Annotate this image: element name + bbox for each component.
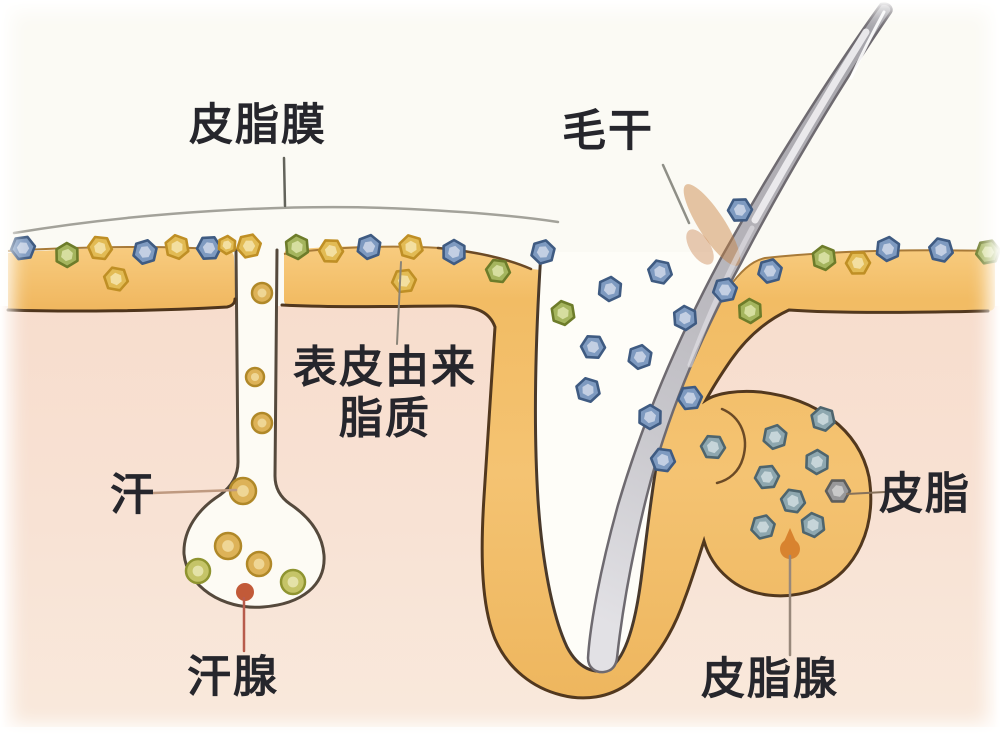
- lipid-particle-yellow: [102, 266, 130, 292]
- label-sweat-text: 汗: [110, 470, 156, 520]
- lipid-particle-blue: [726, 198, 754, 222]
- lipid-particle-blue: [195, 236, 223, 261]
- label-sebaceous-gland-text: 皮脂腺: [701, 654, 839, 704]
- lipid-particle-blue: [579, 334, 607, 360]
- lipid-particle-blue: [649, 447, 677, 473]
- lipid-particle-yellow: [236, 233, 263, 259]
- sweat-gland-pointer-dot: [236, 583, 254, 601]
- hair-tip-highlight: [849, 10, 886, 80]
- lipid-particle-blue: [132, 239, 158, 266]
- lipid-particle-blue: [638, 403, 662, 431]
- epidermal-lipid-pointer: [396, 261, 402, 345]
- label-epidermal-lipid-line2: 脂质: [339, 394, 431, 443]
- epidermis-left-bottom-edge: [6, 297, 237, 313]
- label-sebum: 皮脂: [879, 468, 971, 519]
- sebum-particle: [800, 511, 826, 539]
- lipid-particle-yellow: [317, 239, 345, 263]
- sebum-particle: [779, 488, 807, 514]
- label-sweat: 汗: [110, 469, 156, 520]
- sweat-pointer: [151, 488, 238, 495]
- follicle-outer-outline: [280, 303, 990, 700]
- label-epidermal-lipid: 表皮由来脂质: [293, 342, 477, 444]
- label-hair-shaft: 毛干: [562, 105, 654, 156]
- label-sebum-film-text: 皮脂膜: [189, 100, 327, 150]
- hair-shaft-pointer: [661, 163, 691, 225]
- sweat-droplet: [279, 568, 307, 596]
- sebum-droplet: [780, 528, 800, 559]
- sebum-film-pointer: [282, 156, 287, 208]
- lipid-particle-blue: [672, 304, 698, 332]
- sweat-droplet: [250, 281, 274, 305]
- sweat-droplet: [244, 366, 266, 388]
- lipid-particle-blue: [597, 275, 623, 303]
- label-sweat-gland-text: 汗腺: [187, 652, 279, 702]
- lipid-particle-blue: [575, 376, 601, 404]
- lipid-particle-yellow: [398, 234, 424, 260]
- hair-pigment-smudge: [686, 229, 714, 265]
- sebum-particle: [805, 448, 829, 476]
- lipid-particle-blue: [875, 235, 901, 263]
- label-sebaceous-gland: 皮脂腺: [701, 653, 839, 704]
- lipid-particle-green: [484, 258, 512, 284]
- lipid-particle-blue: [646, 259, 674, 285]
- sweat-duct-outline: [182, 248, 326, 609]
- lipid-particle-blue: [711, 277, 739, 303]
- image-bottom-border: [0, 727, 1000, 736]
- lipid-particle-green: [737, 297, 763, 325]
- sebum-particle: [753, 464, 781, 490]
- lipid-particle-yellow: [86, 235, 114, 261]
- lipid-particle-green: [811, 244, 837, 272]
- lipid-particle-blue: [530, 239, 556, 265]
- sweat-droplet: [250, 411, 274, 435]
- label-pointer-lines: [151, 156, 886, 657]
- lipid-particle-green: [284, 233, 310, 261]
- lipid-particle-blue: [757, 258, 783, 284]
- hair-pigment-smudge: [683, 184, 741, 266]
- sebaceous-gland-neck-hook: [715, 407, 747, 485]
- sebum-particle: [699, 434, 727, 460]
- label-epidermal-lipid-line1: 表皮由来: [293, 342, 477, 392]
- lipid-particle-yellow: [844, 251, 872, 275]
- sweat-droplet: [184, 557, 212, 585]
- hair-highlight: [751, 28, 870, 224]
- hair-highlight: [687, 225, 755, 368]
- lipid-particle-green: [974, 239, 1000, 265]
- lipid-particle-blue: [676, 385, 704, 411]
- lipid-particle-blue: [442, 238, 466, 266]
- label-sweat-gland: 汗腺: [187, 651, 279, 702]
- lipid-particle-green: [550, 299, 576, 327]
- lipid-particle-blue: [9, 235, 37, 261]
- lipid-particle-yellow: [217, 234, 237, 256]
- label-sebum-text: 皮脂: [879, 469, 971, 519]
- lipid-particle-yellow: [164, 233, 190, 261]
- lipid-particle-blue: [356, 233, 382, 261]
- sebum-particle: [810, 405, 836, 433]
- lipid-particle-blue: [627, 343, 653, 371]
- lipid-and-sweat-particles: [9, 198, 1000, 601]
- label-sebum-film: 皮脂膜: [189, 99, 327, 150]
- lipid-particle-yellow: [390, 268, 418, 294]
- sebum-particle: [750, 514, 776, 540]
- label-hair-shaft-text: 毛干: [562, 106, 654, 156]
- hair-shaft-shape: [586, 2, 893, 674]
- lipid-particle-green: [55, 241, 79, 269]
- sebum-film-line: [12, 205, 560, 235]
- sweat-droplet: [213, 531, 243, 561]
- sebum-particle: [762, 423, 788, 451]
- lipid-particle-blue: [927, 237, 955, 263]
- sebum-particle-pointed: [824, 479, 852, 503]
- sebum-pointer: [846, 491, 886, 495]
- sweat-droplet: [245, 550, 273, 578]
